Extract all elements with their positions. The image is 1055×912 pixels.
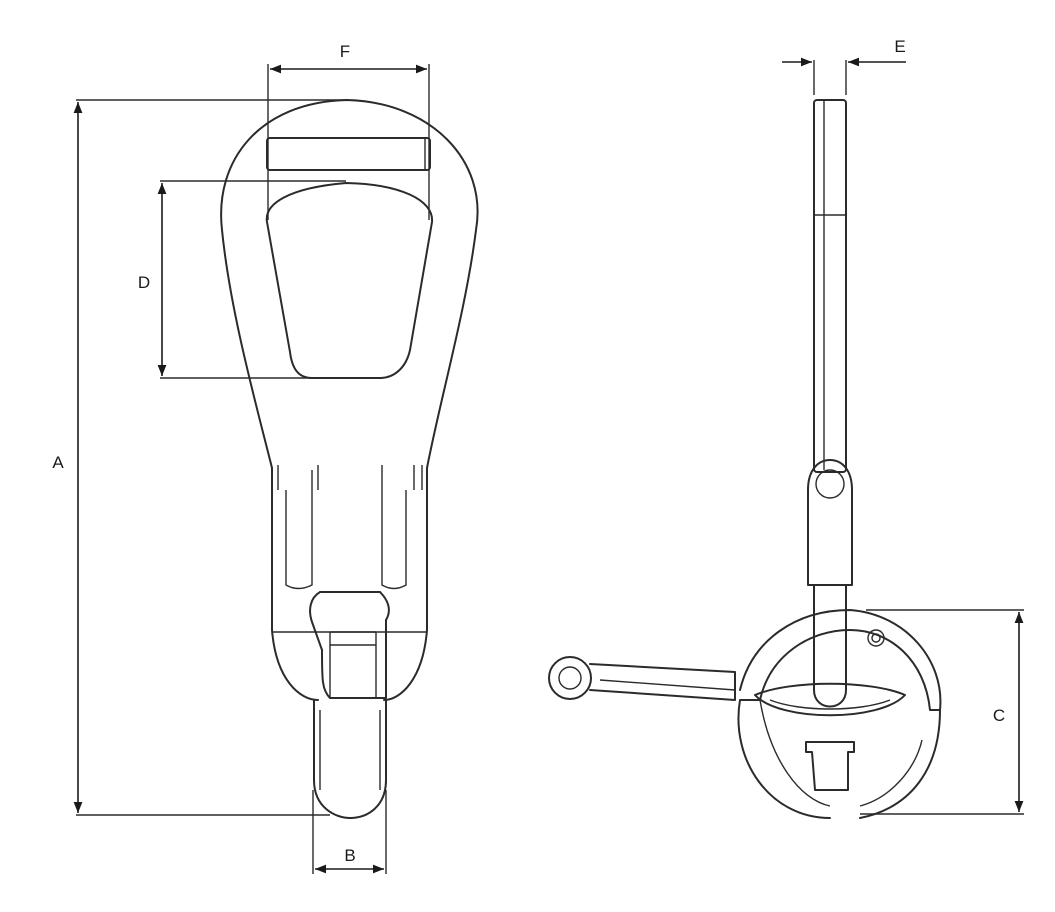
- front-latch: [309, 591, 390, 699]
- side-link: [807, 459, 853, 586]
- side-arm-eye: [548, 656, 592, 700]
- side-view: [548, 99, 942, 819]
- side-bar: [813, 99, 847, 473]
- side-shaft: [813, 584, 847, 708]
- dimension-lines: [73, 57, 1024, 874]
- side-arm: [589, 663, 736, 701]
- front-eye-outer: [220, 99, 479, 469]
- dimension-label-f: F: [340, 42, 350, 61]
- front-top-pin: [266, 137, 431, 171]
- dimension-label-d: D: [138, 273, 150, 292]
- front-eye-opening: [265, 182, 434, 379]
- dimension-label-c: C: [993, 706, 1005, 725]
- dimension-label-a: A: [52, 453, 64, 472]
- side-swivel-disk: [737, 609, 942, 819]
- front-shank: [271, 467, 428, 701]
- side-latch: [805, 741, 855, 791]
- front-view: [220, 99, 479, 819]
- dimension-label-e: E: [894, 37, 905, 56]
- front-hook-tip: [313, 699, 387, 819]
- dimension-label-b: B: [344, 846, 355, 865]
